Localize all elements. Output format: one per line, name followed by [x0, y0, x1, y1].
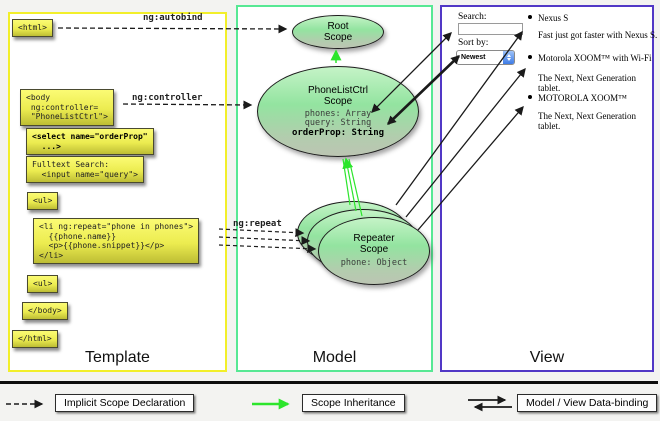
phonelistctrl-title-line1: PhoneListCtrl — [307, 84, 369, 96]
legend-scope-inheritance-box: Scope Inheritance — [302, 394, 405, 412]
bullet-icon — [528, 55, 532, 59]
phonelistctrl-prop-phones: phones: Array — [304, 108, 372, 119]
code-fulltext-search: Fulltext Search: <input name="query"> — [26, 156, 144, 183]
phone-item-name-2: Motorola XOOM™ with Wi-Fi — [528, 53, 652, 63]
legend-databinding-box: Model / View Data-binding — [517, 394, 658, 412]
phonelistctrl-prop-query: query: String — [304, 118, 372, 129]
sort-label: Sort by: — [458, 38, 489, 48]
view-panel-label: View — [529, 349, 565, 366]
repeater-scope-ellipse-front: Repeater Scope phone: Object — [318, 217, 430, 285]
legend-implicit-scope-box: Implicit Scope Declaration — [55, 394, 195, 412]
phonelistctrl-title-line2: Scope — [323, 95, 353, 107]
controller-arrow-label: ng:controller — [132, 93, 203, 103]
phonelistctrl-prop-orderprop: orderProp: String — [291, 127, 385, 138]
model-panel: Model — [236, 5, 433, 372]
code-html-close: </html> — [12, 330, 58, 348]
root-scope-title-line2: Scope — [323, 32, 353, 43]
phone-item-desc-3: The Next, Next Generation tablet. — [538, 111, 636, 131]
template-panel-label: Template — [85, 349, 150, 366]
code-body-close: </body> — [22, 302, 68, 320]
root-scope-ellipse: Root Scope — [292, 15, 384, 49]
phone-item-name-3: MOTOROLA XOOM™ — [528, 93, 627, 103]
phone-item-name-1: Nexus S — [528, 13, 568, 23]
repeater-title-line1: Repeater — [353, 233, 395, 245]
autobind-arrow-label: ng:autobind — [143, 13, 203, 23]
bullet-icon — [528, 15, 532, 19]
code-ul-open: <ul> — [27, 192, 59, 210]
code-body-open: <body ng:controller= "PhoneListCtrl"> — [20, 89, 114, 126]
sort-dropdown-value: Newest — [461, 54, 486, 61]
search-label: Search: — [458, 12, 487, 22]
dropdown-stepper-icon — [503, 51, 514, 64]
bullet-icon — [528, 95, 532, 99]
repeater-prop-phone: phone: Object — [340, 258, 408, 269]
phone-item-desc-1: Fast just got faster with Nexus S. — [538, 30, 658, 40]
model-panel-label: Model — [312, 349, 357, 366]
root-scope-title-line1: Root — [327, 21, 349, 32]
repeat-arrow-label: ng:repeat — [233, 219, 282, 229]
code-li-repeat: <li ng:repeat="phone in phones"> {{phone… — [33, 218, 200, 264]
code-select: <select name="orderProp" ...> — [26, 128, 154, 155]
legend-separator-line — [0, 381, 658, 384]
code-html-open: <html> — [12, 19, 53, 37]
phonelistctrl-scope-ellipse: PhoneListCtrl Scope phones: Array query:… — [257, 66, 419, 157]
sort-dropdown[interactable]: Newest — [456, 50, 515, 65]
search-input[interactable] — [458, 23, 523, 35]
repeater-title-line2: Scope — [359, 244, 389, 256]
code-ul-close: <ul> — [27, 275, 59, 293]
phone-item-desc-2: The Next, Next Generation tablet. — [538, 73, 636, 93]
